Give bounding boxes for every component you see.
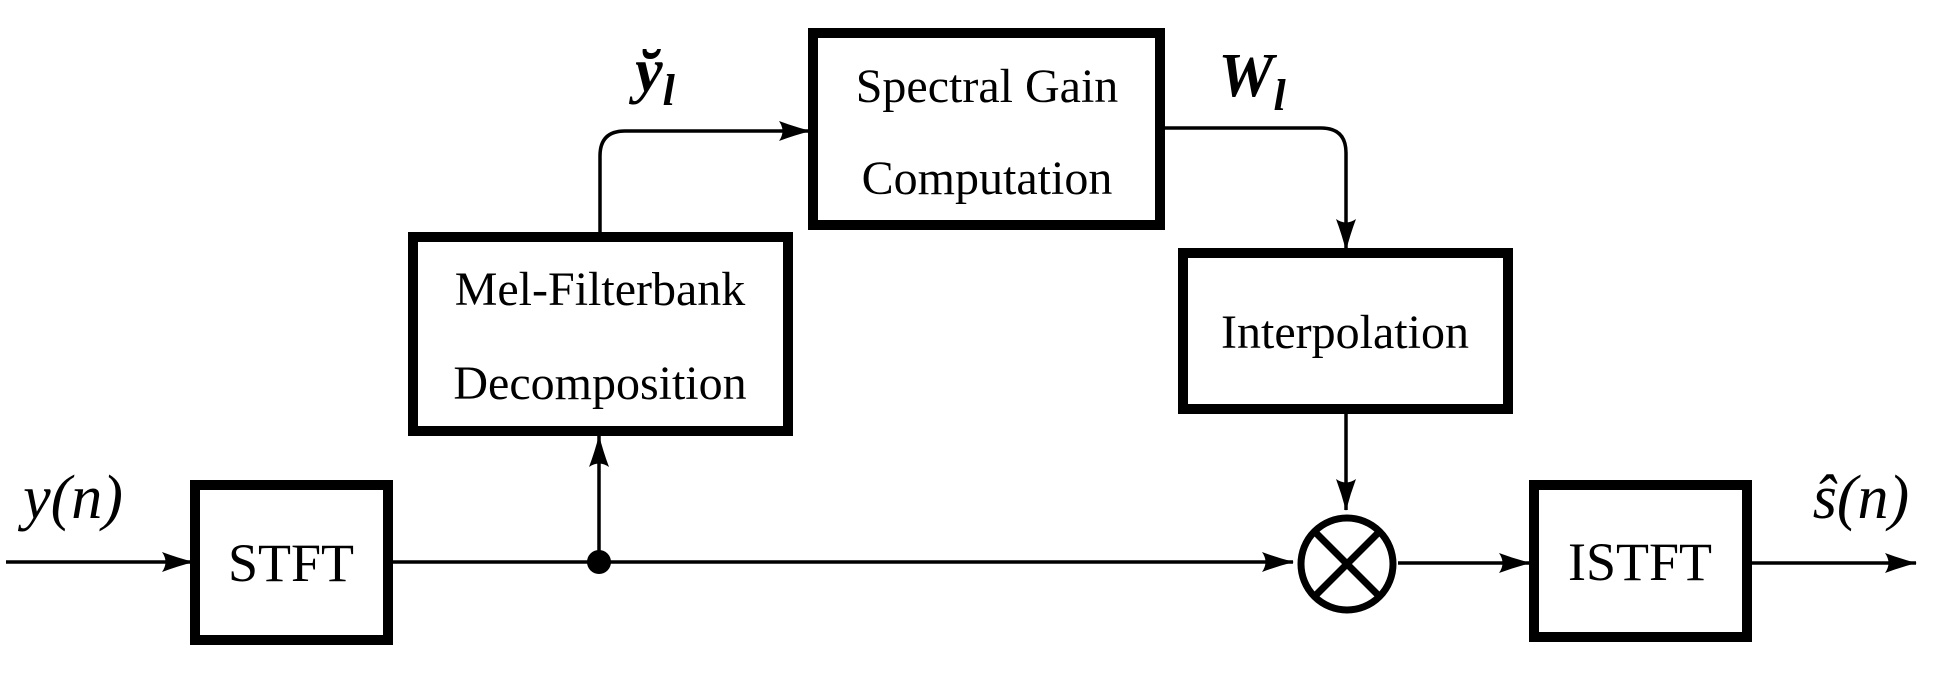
stft-box <box>190 480 393 645</box>
mel-filterbank-box <box>408 232 793 436</box>
input-signal-label: y(n) <box>17 464 123 532</box>
stft-block: STFT <box>190 480 393 645</box>
gain-output-base: W <box>1218 42 1277 110</box>
output-signal-label: ŝ(n) <box>1813 464 1909 532</box>
istft-block: ISTFT <box>1529 480 1752 642</box>
spectral-gain-label-line1: Spectral Gain <box>856 60 1119 113</box>
interpolation-box <box>1178 248 1513 414</box>
stft-label: STFT <box>228 533 354 593</box>
multiplier-node <box>1297 514 1397 614</box>
interpolation-label: Interpolation <box>1221 306 1469 359</box>
mel-to-gain-arrow <box>598 121 811 237</box>
spectral-gain-block: Spectral Gain Computation <box>808 28 1165 230</box>
mel-filterbank-label-line2: Decomposition <box>453 357 746 410</box>
istft-box <box>1529 480 1752 642</box>
mel-filterbank-block: Mel-Filterbank Decomposition <box>408 232 793 436</box>
mel-output-base: y̆ <box>628 37 663 105</box>
mel-output-subscript: l <box>663 66 676 115</box>
multiplier-x-stroke-2 <box>1311 528 1383 600</box>
interpolation-block: Interpolation <box>1178 248 1513 414</box>
mel-output-signal-label: y̆l <box>628 37 676 115</box>
istft-label: ISTFT <box>1568 532 1712 592</box>
branch-dot <box>587 550 611 574</box>
spectral-gain-label-line2: Computation <box>862 152 1113 205</box>
spectral-gain-box <box>808 28 1165 230</box>
mel-filterbank-label-line1: Mel-Filterbank <box>455 263 746 316</box>
gain-to-interpolation-arrow <box>1160 126 1356 251</box>
gain-output-signal-label: Wl <box>1218 42 1286 120</box>
gain-output-subscript: l <box>1273 71 1286 120</box>
